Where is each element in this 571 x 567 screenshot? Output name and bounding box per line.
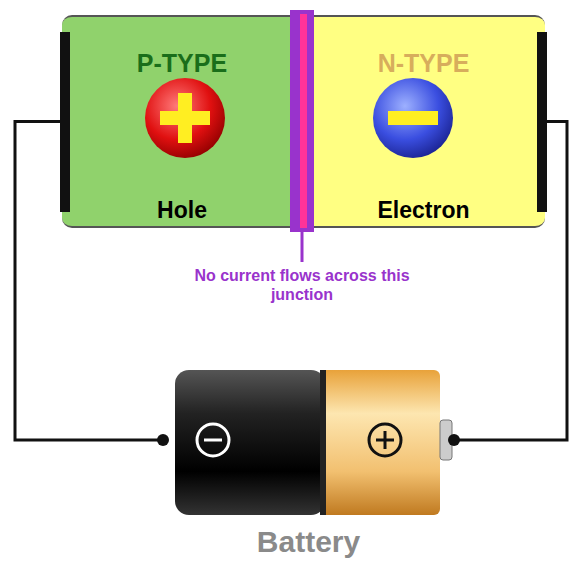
plus-sign — [160, 111, 210, 125]
semiconductor-region: P-TYPE Hole — [62, 15, 302, 228]
battery-terminal — [440, 420, 452, 460]
plus-terminal-symbol — [376, 439, 394, 442]
junction-line — [300, 14, 307, 228]
plus-terminal-symbol — [384, 431, 387, 449]
minus-terminal-symbol — [197, 424, 229, 456]
callout-note: No current flows across this junction — [172, 266, 432, 304]
electron-symbol — [373, 78, 453, 158]
minus-sign — [388, 111, 438, 125]
battery-positive-half — [320, 370, 440, 515]
region-title: N-TYPE — [302, 49, 545, 78]
battery-seam — [320, 370, 326, 515]
junction-band — [290, 10, 314, 232]
carrier-label: Electron — [302, 197, 545, 224]
leader-line — [301, 232, 304, 262]
terminal-bar — [537, 32, 547, 212]
region-title: P-TYPE — [62, 49, 302, 78]
semiconductor-region: N-TYPE Electron — [302, 15, 545, 228]
minus-terminal-symbol — [204, 439, 222, 442]
wire-dot — [157, 434, 169, 446]
plus-sign — [178, 93, 192, 143]
hole-symbol — [145, 78, 225, 158]
battery: Battery — [162, 370, 455, 560]
terminal-bar — [60, 32, 70, 212]
battery-label: Battery — [162, 525, 455, 559]
battery-negative-half — [175, 370, 325, 515]
carrier-label: Hole — [62, 197, 302, 224]
wire-dot — [448, 434, 460, 446]
plus-terminal-symbol — [369, 424, 401, 456]
